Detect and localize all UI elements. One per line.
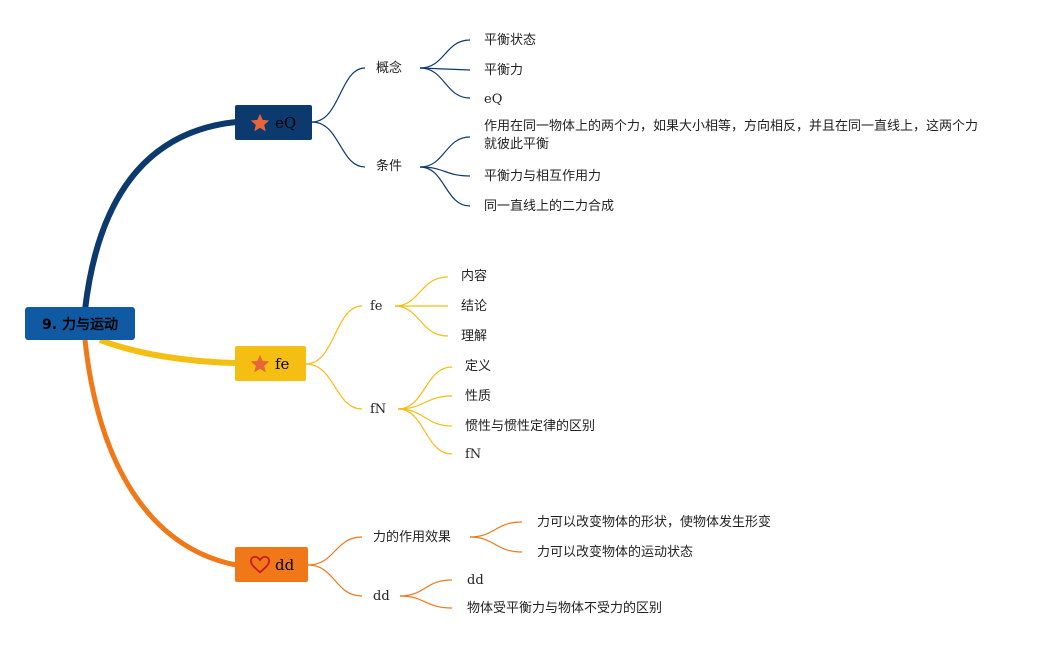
link-root-branch-1 xyxy=(82,119,237,311)
branch-topic-3[interactable]: dd xyxy=(235,547,308,582)
leaf-change-shape[interactable]: 力可以改变物体的形状，使物体发生形变 xyxy=(537,515,772,530)
leaf-content[interactable]: 内容 xyxy=(461,269,488,284)
leaf-balance-condition[interactable]: 作用在同一物体上的两个力，如果大小相等，方向相反，并且在同一直线上，这两个力就彼… xyxy=(484,119,979,152)
subtopic-fn[interactable]: fN xyxy=(370,402,387,417)
leaf-conclusion[interactable]: 结论 xyxy=(461,299,488,314)
subtopic-force-effect[interactable]: 力的作用效果 xyxy=(373,530,452,545)
link-root-branch-2 xyxy=(98,337,237,366)
leaf-force-composition[interactable]: 同一直线上的二力合成 xyxy=(484,199,615,214)
leaf-definition[interactable]: 定义 xyxy=(465,359,492,374)
subtopic-concept[interactable]: 概念 xyxy=(376,61,403,76)
branch-topic-1-label: eQ xyxy=(275,113,297,132)
leaf-balanced-vs-no-force[interactable]: 物体受平衡力与物体不受力的区别 xyxy=(467,601,663,616)
star-icon xyxy=(249,353,271,375)
leaf-balanced-force[interactable]: 平衡力 xyxy=(484,63,524,78)
branch-topic-2[interactable]: fe xyxy=(235,346,306,381)
star-icon xyxy=(249,112,271,134)
subtopic-fe[interactable]: fe xyxy=(370,299,383,314)
subtopic-condition[interactable]: 条件 xyxy=(376,159,403,174)
heart-icon xyxy=(249,554,271,576)
subtopic-dd[interactable]: dd xyxy=(373,589,390,604)
branch-topic-1[interactable]: eQ xyxy=(235,105,312,140)
leaf-fn[interactable]: fN xyxy=(465,447,482,462)
leaf-dd[interactable]: dd xyxy=(467,573,484,588)
leaf-property[interactable]: 性质 xyxy=(465,389,492,404)
leaf-inertia-difference[interactable]: 惯性与惯性定律的区别 xyxy=(465,419,596,434)
leaf-balance-vs-interaction[interactable]: 平衡力与相互作用力 xyxy=(484,169,602,184)
branch-topic-3-label: dd xyxy=(275,555,295,574)
leaf-change-motion[interactable]: 力可以改变物体的运动状态 xyxy=(537,545,694,560)
leaf-understanding[interactable]: 理解 xyxy=(461,329,488,344)
root-topic-label: 9. 力与运动 xyxy=(42,316,118,333)
branch-topic-2-label: fe xyxy=(275,354,290,373)
root-topic[interactable]: 9. 力与运动 xyxy=(25,307,135,340)
link-root-branch-3 xyxy=(82,339,237,568)
leaf-eq[interactable]: eQ xyxy=(484,92,503,107)
leaf-equilibrium-state[interactable]: 平衡状态 xyxy=(484,33,537,48)
